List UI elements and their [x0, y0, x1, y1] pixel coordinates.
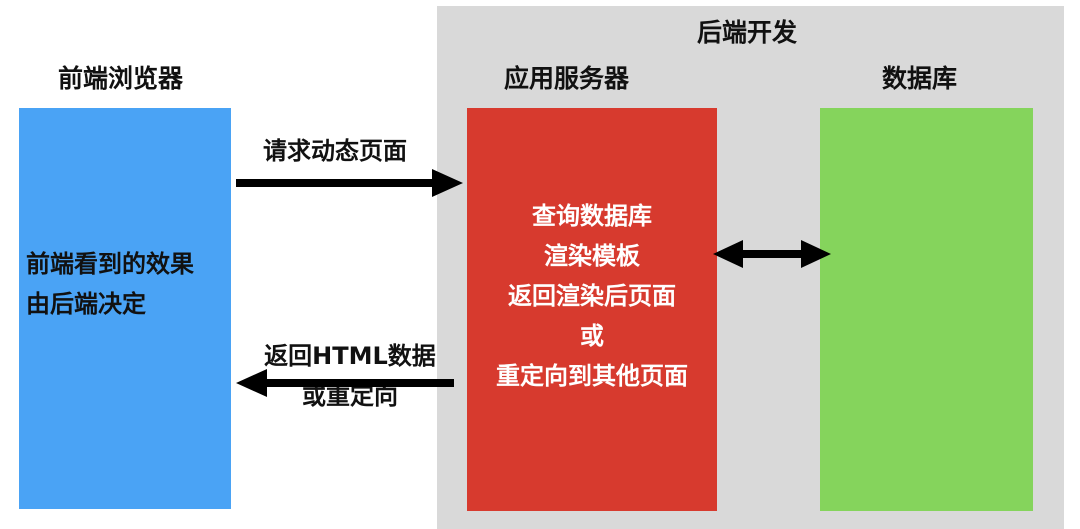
backend-heading: 后端开发: [697, 18, 798, 47]
browser-box: [19, 108, 231, 509]
server-heading: 应用服务器: [504, 64, 630, 93]
server-text-line: 重定向到其他页面: [496, 362, 688, 390]
response-label-line: 返回HTML数据: [264, 342, 436, 370]
server-text-line: 或: [580, 322, 604, 350]
server-box-text: 查询数据库 渲染模板 返回渲染后页面 或 重定向到其他页面: [467, 196, 717, 396]
server-text-line: 返回渲染后页面: [508, 282, 676, 310]
response-arrow: [236, 369, 454, 397]
database-box: [820, 108, 1033, 511]
browser-text-line: 由后端决定: [26, 290, 146, 318]
request-arrow: [236, 169, 463, 197]
request-arrow-label: 请求动态页面: [263, 137, 407, 165]
server-box: [467, 108, 717, 511]
server-text-line: 渲染模板: [544, 242, 640, 270]
browser-text-line: 前端看到的效果: [26, 250, 194, 278]
browser-box-text: 前端看到的效果 由后端决定: [26, 244, 194, 324]
server-text-line: 查询数据库: [532, 202, 652, 230]
server-database-double-arrow: [713, 240, 831, 268]
browser-heading: 前端浏览器: [58, 64, 184, 93]
database-heading: 数据库: [882, 64, 958, 93]
